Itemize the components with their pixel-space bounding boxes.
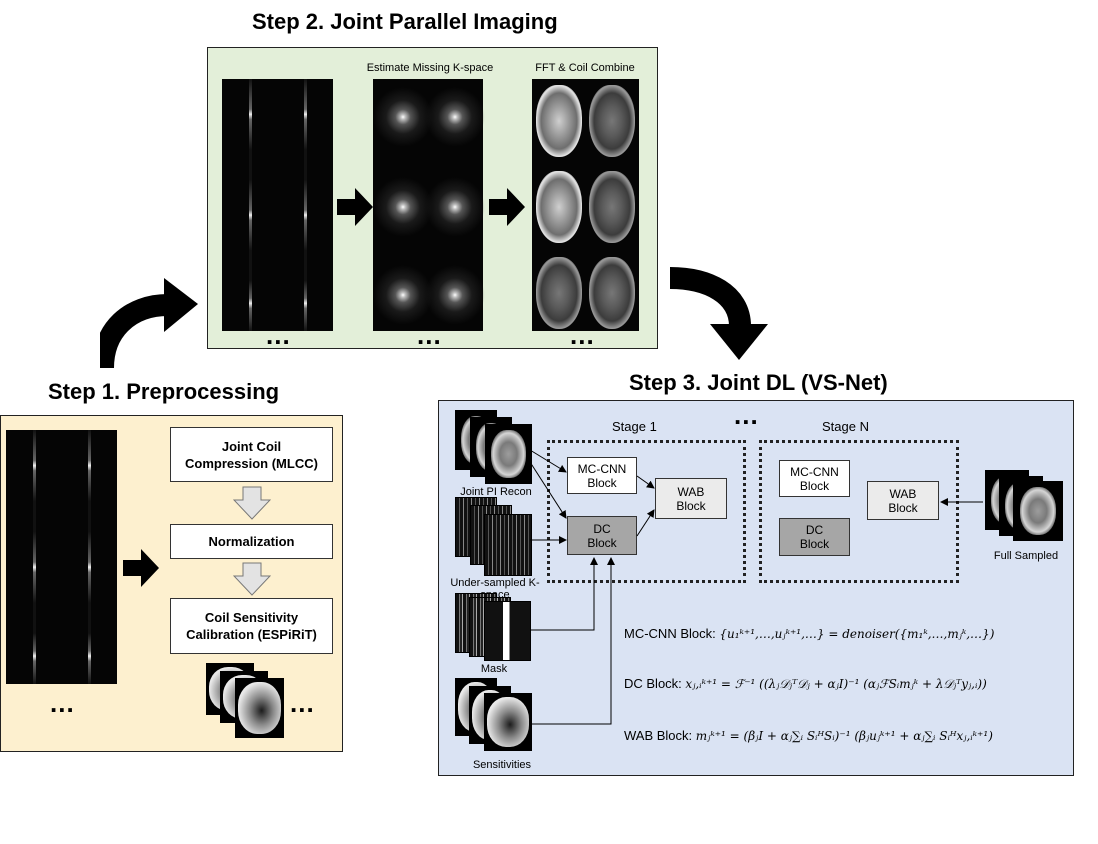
down-arrow-icon <box>669 267 768 360</box>
mc-cnn-block-stagen: MC-CNN Block <box>779 460 850 497</box>
right-arrow-icon <box>489 188 525 226</box>
sensitivity-input-3 <box>484 693 532 751</box>
estimated-kspace-image <box>373 79 485 331</box>
mc-cnn-eq-label: MC-CNN Block: <box>624 626 716 641</box>
step2-title: Step 2. Joint Parallel Imaging <box>252 9 558 34</box>
dc-equation: DC Block: xⱼ,ᵢᵏ⁺¹ = ℱ⁻¹ ((λⱼ𝒟ⱼᵀ𝒟ⱼ + αⱼI)… <box>624 676 987 692</box>
dc-block-stage1: DC Block <box>567 516 637 555</box>
dc-eq-label: DC Block: <box>624 676 682 691</box>
mask-image-3 <box>484 601 531 661</box>
wab-block-stage1: WAB Block <box>655 478 727 519</box>
stage-n-label: Stage N <box>822 419 869 434</box>
wab-eq-label: WAB Block: <box>624 728 693 743</box>
undersampled-kspace-image <box>222 79 333 331</box>
full-sampled-label: Full Sampled <box>993 550 1059 562</box>
coil-sensitivity-calibration-box: Coil Sensitivity Calibration (ESPiRiT) <box>170 598 333 654</box>
wab-block-stagen: WAB Block <box>867 481 939 520</box>
undersampled-image-3 <box>484 514 532 576</box>
ellipsis-step1-left: ... <box>50 688 75 718</box>
step3-panel <box>438 400 1074 776</box>
step3-connectors <box>529 449 983 725</box>
wab-eq-formula: mⱼᵏ⁺¹ = (βⱼI + αⱼ∑ᵢ SᵢᴴSᵢ)⁻¹ (βⱼuⱼᵏ⁺¹ + … <box>695 729 993 743</box>
curved-arrow-icon <box>100 278 198 369</box>
stage-n-box <box>759 440 959 583</box>
down-arrow-icon <box>233 562 271 596</box>
ellipsis-step1-right: ... <box>290 688 315 718</box>
joint-pi-image-3 <box>485 424 532 484</box>
fft-coil-combine-label: FFT & Coil Combine <box>535 62 635 74</box>
joint-coil-compression-box: Joint Coil Compression (MLCC) <box>170 427 333 482</box>
down-arrow-icon <box>233 486 271 520</box>
right-arrow-icon <box>337 188 373 226</box>
sensitivity-map-3 <box>235 678 284 738</box>
right-arrow-icon <box>123 549 159 587</box>
step1-title: Step 1. Preprocessing <box>48 379 280 404</box>
wab-equation: WAB Block: mⱼᵏ⁺¹ = (βⱼI + αⱼ∑ᵢ SᵢᴴSᵢ)⁻¹ … <box>624 728 993 743</box>
step3-title: Step 3. Joint DL (VS-Net) <box>629 370 888 395</box>
mc-cnn-block-stage1: MC-CNN Block <box>567 457 637 494</box>
sensitivities-label: Sensitivities <box>472 759 532 771</box>
dc-block-stagen: DC Block <box>779 518 850 556</box>
joint-pi-recon-label: Joint PI Recon <box>460 486 532 498</box>
coil-combined-images <box>532 79 639 331</box>
mc-cnn-eq-formula: {u₁ᵏ⁺¹,…,uⱼᵏ⁺¹,…} = denoiser({m₁ᵏ,…,mⱼᵏ,… <box>719 627 995 641</box>
normalization-box: Normalization <box>170 524 333 559</box>
preprocess-kspace-image <box>6 430 117 684</box>
full-sampled-image-3 <box>1013 481 1063 541</box>
mask-label: Mask <box>480 663 508 675</box>
stage-1-label: Stage 1 <box>612 419 657 434</box>
ellipsis-step2-mid: ... <box>417 320 442 350</box>
stage-1-box <box>547 440 746 583</box>
ellipsis-step2-left: ... <box>266 320 291 350</box>
kspace-label: Estimate Missing K-space <box>366 62 494 74</box>
ellipsis-step2-right: ... <box>570 320 595 350</box>
dc-eq-formula: xⱼ,ᵢᵏ⁺¹ = ℱ⁻¹ ((λⱼ𝒟ⱼᵀ𝒟ⱼ + αⱼI)⁻¹ (αⱼℱSᵢm… <box>685 677 987 691</box>
mc-cnn-equation: MC-CNN Block: {u₁ᵏ⁺¹,…,uⱼᵏ⁺¹,…} = denois… <box>624 626 994 641</box>
